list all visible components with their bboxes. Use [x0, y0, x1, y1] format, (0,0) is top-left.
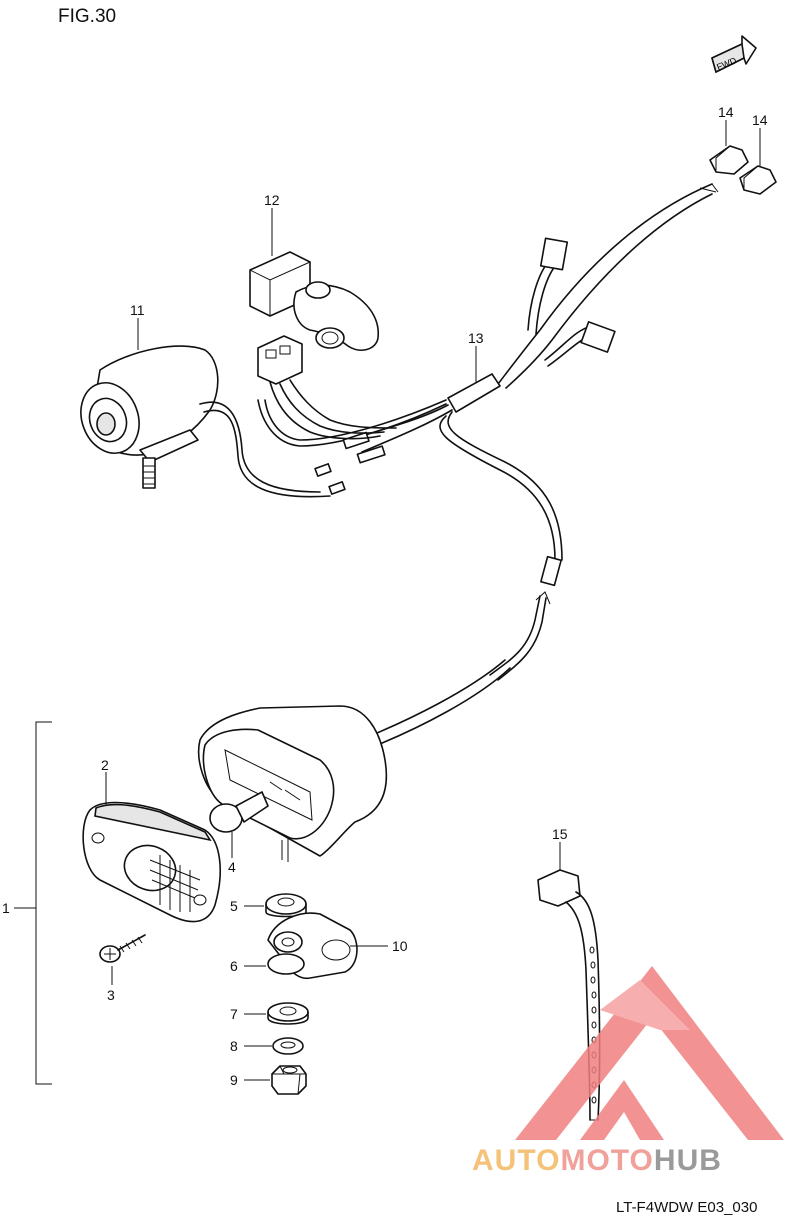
callout-1: 1 — [2, 900, 10, 916]
callout-11: 11 — [130, 302, 145, 318]
part-7-washer — [267, 1002, 309, 1025]
callout-14a: 14 — [718, 104, 734, 120]
part-8-lock-washer — [272, 1037, 304, 1055]
watermark-logo-icon — [515, 966, 784, 1140]
part-3-screw — [99, 934, 146, 963]
watermark-text-moto: MOTO — [560, 1144, 653, 1177]
part-5-washer — [265, 893, 307, 918]
callout-15: 15 — [552, 826, 568, 842]
part-15-clamp-band — [537, 869, 601, 1121]
callout-5: 5 — [230, 898, 238, 914]
watermark-text-hub: HUB — [654, 1144, 722, 1177]
callout-10: 10 — [392, 938, 408, 954]
assembly-bracket-line — [35, 721, 52, 1085]
callout-3: 3 — [107, 987, 115, 1003]
callout-7: 7 — [230, 1006, 238, 1022]
part-9-nut — [271, 1065, 307, 1095]
part-12-switch-relay — [249, 251, 397, 440]
callout-4: 4 — [228, 859, 236, 875]
fwd-arrow-icon: FWD — [711, 35, 757, 74]
callout-12: 12 — [264, 192, 280, 208]
watermark-text-auto: AUTO — [472, 1144, 560, 1177]
figure-title: FIG.30 — [58, 6, 116, 27]
part-11-lamp — [80, 345, 346, 498]
callout-14b: 14 — [752, 112, 768, 128]
part-2-lens — [82, 801, 221, 923]
callout-8: 8 — [230, 1038, 238, 1054]
part-6-bracket — [267, 912, 358, 980]
callout-13: 13 — [468, 330, 484, 346]
watermark-text: AUTOMOTOHUB — [472, 1144, 722, 1177]
callout-2: 2 — [101, 757, 109, 773]
part-14-cap-right — [739, 165, 777, 195]
callout-9: 9 — [230, 1072, 238, 1088]
callout-6: 6 — [230, 958, 238, 974]
part-14-cap-left — [709, 145, 749, 175]
figure-code: LT-F4WDW E03_030 — [616, 1199, 757, 1216]
part-13-wiring-harness — [257, 183, 719, 749]
part-1-tail-light — [197, 705, 388, 862]
